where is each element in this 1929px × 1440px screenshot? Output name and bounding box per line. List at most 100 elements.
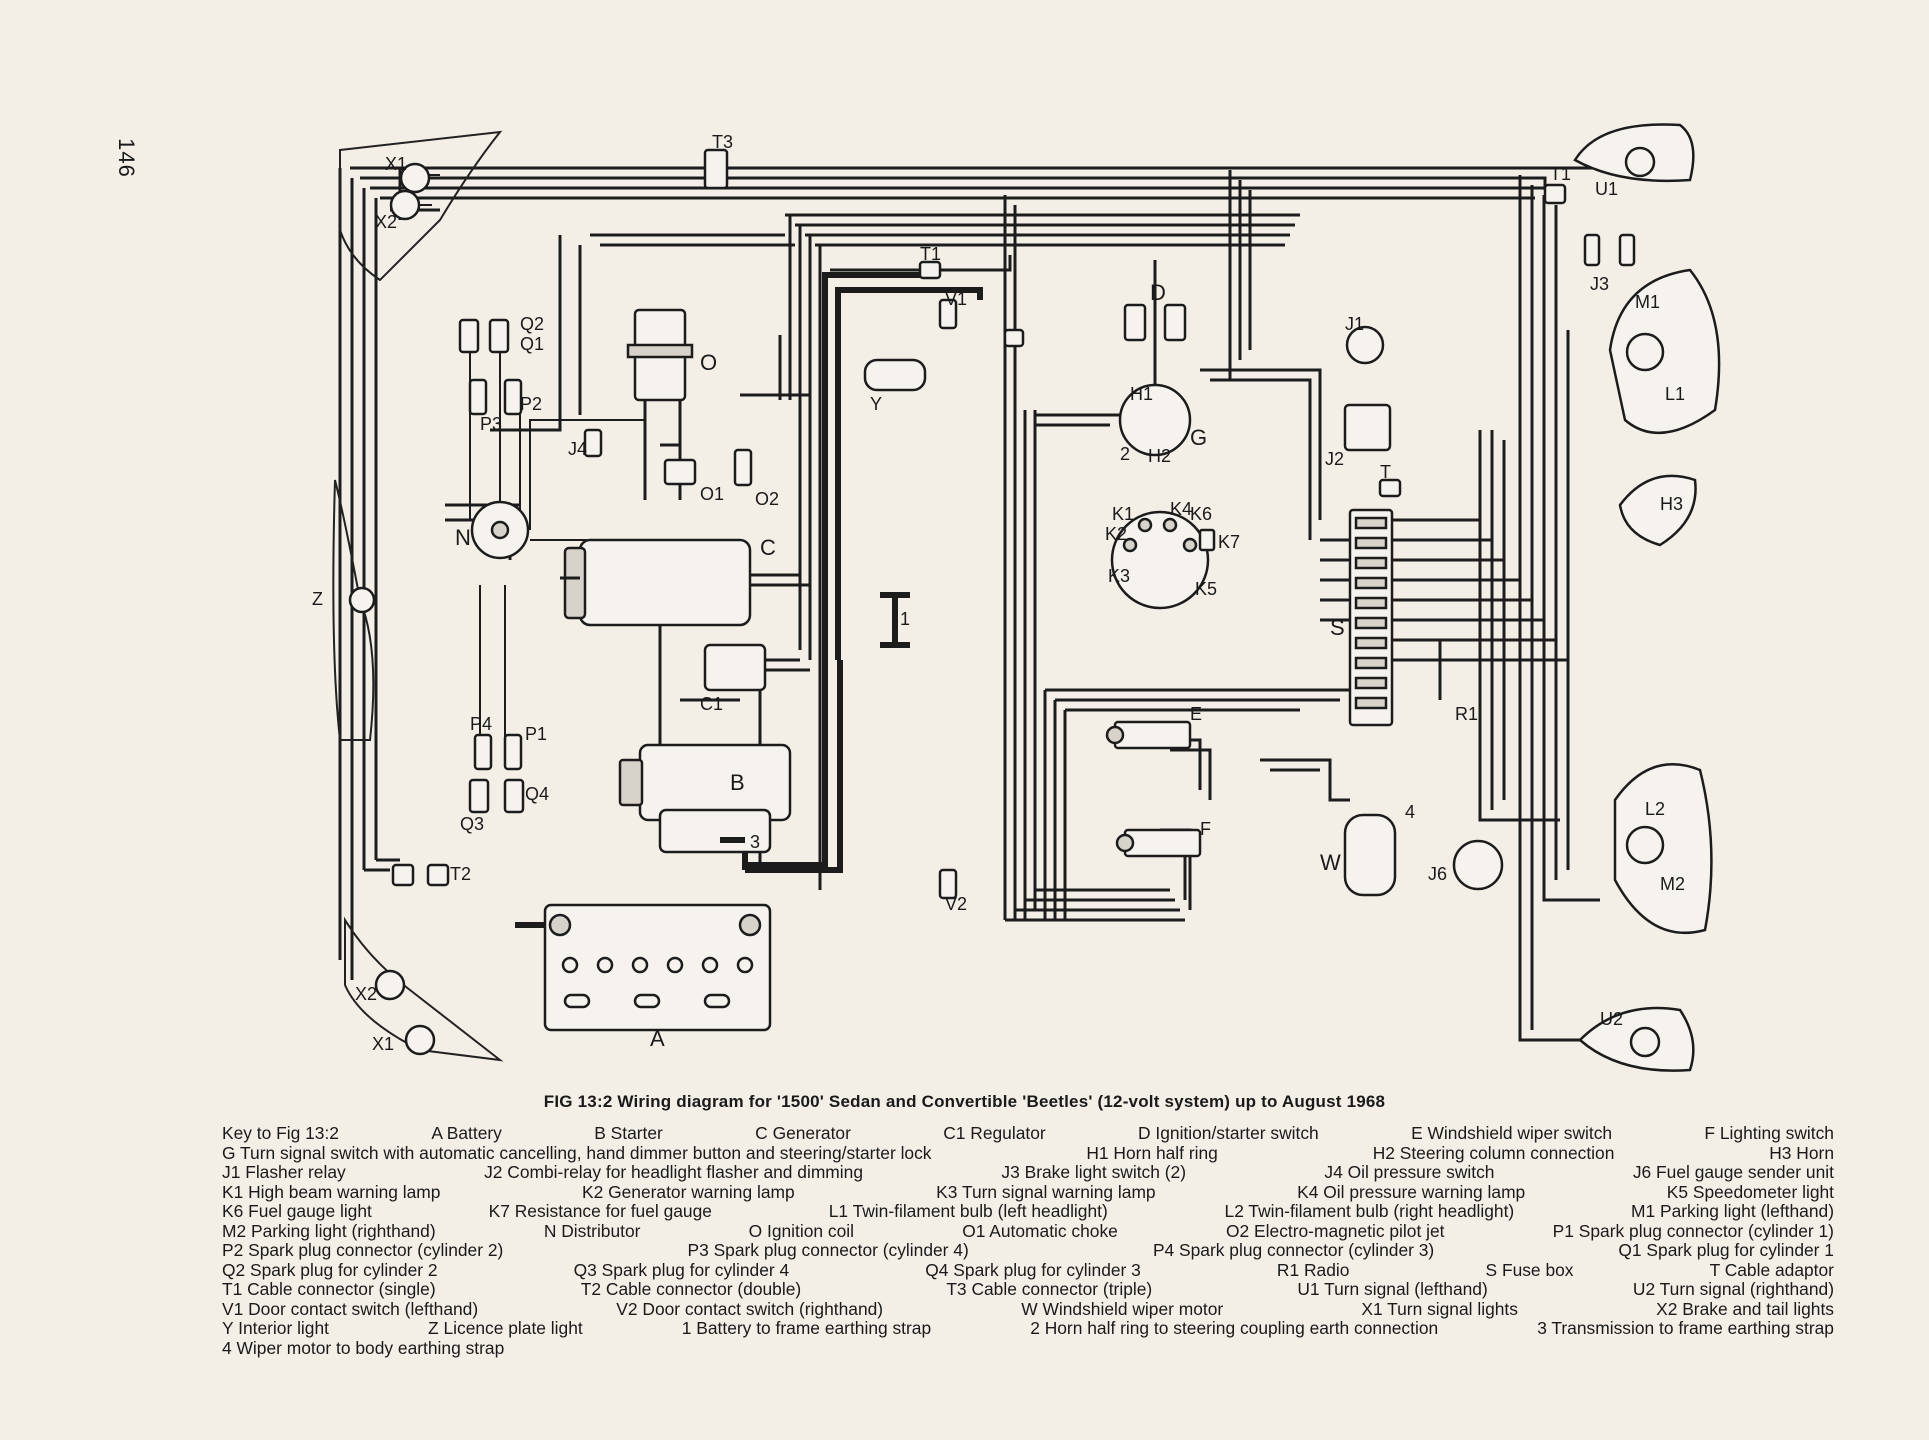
- label-v2: V2: [945, 894, 967, 914]
- key-entry: C1 Regulator: [943, 1123, 1046, 1143]
- earth-strap-3: 3: [720, 832, 760, 852]
- key-entry: F Lighting switch: [1704, 1123, 1834, 1143]
- key-entry: L2 Twin-filament bulb (right headlight): [1224, 1201, 1515, 1221]
- key-entry: K2 Generator warning lamp: [581, 1181, 795, 1202]
- label-x2-rear: X2: [355, 984, 377, 1004]
- label-r1: R1: [1455, 704, 1478, 724]
- key-entry: U2 Turn signal (righthand): [1632, 1279, 1834, 1299]
- label-q3: Q3: [460, 814, 484, 834]
- turn-signal-switch: G H1 H2 2: [1118, 260, 1207, 466]
- key-line: G Turn signal switch with automatic canc…: [222, 1142, 1834, 1164]
- key-line: J1 Flasher relay J2 Combi-relay for headl…: [222, 1162, 1834, 1183]
- key-entry: Q1 Spark plug for cylinder 1: [1618, 1240, 1834, 1260]
- key-entry: X2 Brake and tail lights: [1656, 1298, 1834, 1319]
- turn-signal-u1: U1: [1573, 123, 1695, 199]
- key-line: P2 Spark plug connector (cylinder 2)P3 S…: [222, 1240, 1834, 1261]
- label-p1: P1: [525, 724, 547, 744]
- light-cluster-x1-x2-bottom: X2 X1: [355, 969, 436, 1056]
- key-entry: 2 Horn half ring to steering coupling ea…: [1030, 1318, 1439, 1338]
- turn-signal-u2: U2: [1578, 1006, 1695, 1072]
- label-q2: Q2: [520, 314, 544, 334]
- label-w: W: [1320, 850, 1341, 875]
- key-line: V1 Door contact switch (lefthand) V2 Door…: [222, 1298, 1834, 1320]
- key-entry: J2 Combi-relay for headlight flasher and…: [484, 1162, 864, 1182]
- ignition-starter-switch: D: [1123, 280, 1187, 342]
- label-c1: C1: [700, 694, 723, 714]
- label-e: E: [1190, 704, 1202, 724]
- wire-harness: [338, 150, 1620, 1042]
- label-z: Z: [312, 589, 323, 609]
- key-entry: P1 Spark plug connector (cylinder 1): [1552, 1220, 1834, 1241]
- key-entry: K5 Speedometer light: [1666, 1181, 1834, 1202]
- key-entry: M1 Parking light (lefthand): [1631, 1201, 1834, 1221]
- wiper-motor: W 4: [1320, 802, 1415, 897]
- label-k3: K3: [1108, 566, 1130, 586]
- battery: A: [543, 903, 772, 1051]
- key-line: Q2 Spark plug for cylinder 2 Q3 Spark plu…: [222, 1259, 1834, 1281]
- key-entry: L1 Twin-filament bulb (left headlight): [828, 1201, 1108, 1221]
- key-line: M2 Parking light (righthand)N Distributo…: [222, 1220, 1834, 1242]
- starter: B: [618, 743, 792, 854]
- label-earth-2: 2: [1120, 444, 1130, 464]
- key-entry: Q3 Spark plug for cylinder 4: [573, 1259, 790, 1280]
- door-switch-v1: V1: [938, 289, 967, 330]
- key-entry: O2 Electro-magnetic pilot jet: [1226, 1220, 1445, 1241]
- key-entry: R1 Radio: [1276, 1259, 1350, 1280]
- label-c: C: [760, 535, 776, 560]
- key-entry: V2 Door contact switch (righthand): [616, 1298, 884, 1319]
- key-entry: J1 Flasher relay: [222, 1162, 346, 1182]
- label-l2: L2: [1645, 799, 1665, 819]
- key-entry: Q2 Spark plug for cylinder 2: [222, 1259, 438, 1280]
- spark-plugs-bottom: P4 P1 Q3 Q4: [460, 714, 549, 834]
- brake-light-switch: J3: [1583, 233, 1636, 294]
- key-entry: T Cable adaptor: [1709, 1259, 1834, 1280]
- interior-light: Y: [863, 358, 927, 414]
- light-cluster-x1-x2-top: X1 X2: [375, 154, 440, 232]
- fuse-box: S R1: [1330, 508, 1478, 727]
- label-j6: J6: [1428, 864, 1447, 884]
- key-entry: P3 Spark plug connector (cylinder 4): [687, 1240, 969, 1260]
- label-j2: J2: [1325, 449, 1344, 469]
- automatic-choke: O1: [663, 458, 724, 504]
- key-entry: Q4 Spark plug for cylinder 3: [925, 1259, 1141, 1280]
- pilot-jet: O2: [733, 448, 779, 509]
- label-h3: H3: [1660, 494, 1683, 514]
- key-entry: O1 Automatic choke: [962, 1220, 1118, 1241]
- key-entry: H2 Steering column connection: [1372, 1142, 1615, 1163]
- label-k5: K5: [1195, 579, 1217, 599]
- label-o2: O2: [755, 489, 779, 509]
- key-entry: U1 Turn signal (lefthand): [1297, 1279, 1488, 1299]
- label-earth-1: 1: [900, 609, 910, 629]
- distributor: N: [455, 500, 530, 560]
- key-line: T1 Cable connector (single) T2 Cable conn…: [222, 1279, 1834, 1300]
- key-entry: T1 Cable connector (single): [222, 1279, 436, 1299]
- label-s: S: [1330, 615, 1345, 640]
- key-entry: Z Licence plate light: [428, 1318, 583, 1338]
- label-j3: J3: [1590, 274, 1609, 294]
- label-h2: H2: [1148, 446, 1171, 466]
- label-q1: Q1: [520, 334, 544, 354]
- licence-plate-light: Z: [312, 586, 376, 614]
- earth-strap-1: 1: [880, 592, 910, 648]
- key-entry: T2 Cable connector (double): [580, 1279, 802, 1299]
- label-a: A: [650, 1026, 665, 1051]
- key-entry: G Turn signal switch with automatic canc…: [222, 1142, 932, 1163]
- wiring-diagram: X1 X2 X2 X1 Z Q2 Q1 P2 P3: [312, 123, 1721, 1072]
- label-o: O: [700, 350, 717, 375]
- headlight-left: M1 L1: [1608, 268, 1721, 435]
- key-entry: K6 Fuel gauge light: [222, 1201, 372, 1221]
- flasher-relay: J1: [1345, 314, 1385, 365]
- label-j4: J4: [568, 439, 587, 459]
- cable-connectors: T3 T1 T1 T2 T: [391, 132, 1571, 887]
- label-m2: M2: [1660, 874, 1685, 894]
- label-q4: Q4: [525, 784, 549, 804]
- label-k6: K6: [1190, 504, 1212, 524]
- label-h1: H1: [1130, 384, 1153, 404]
- label-n: N: [455, 525, 471, 550]
- key-entry: W Windshield wiper motor: [1021, 1298, 1224, 1319]
- label-u2: U2: [1600, 1009, 1623, 1029]
- key-entry: V1 Door contact switch (lefthand): [222, 1298, 479, 1319]
- key-entry: X1 Turn signal lights: [1361, 1298, 1518, 1319]
